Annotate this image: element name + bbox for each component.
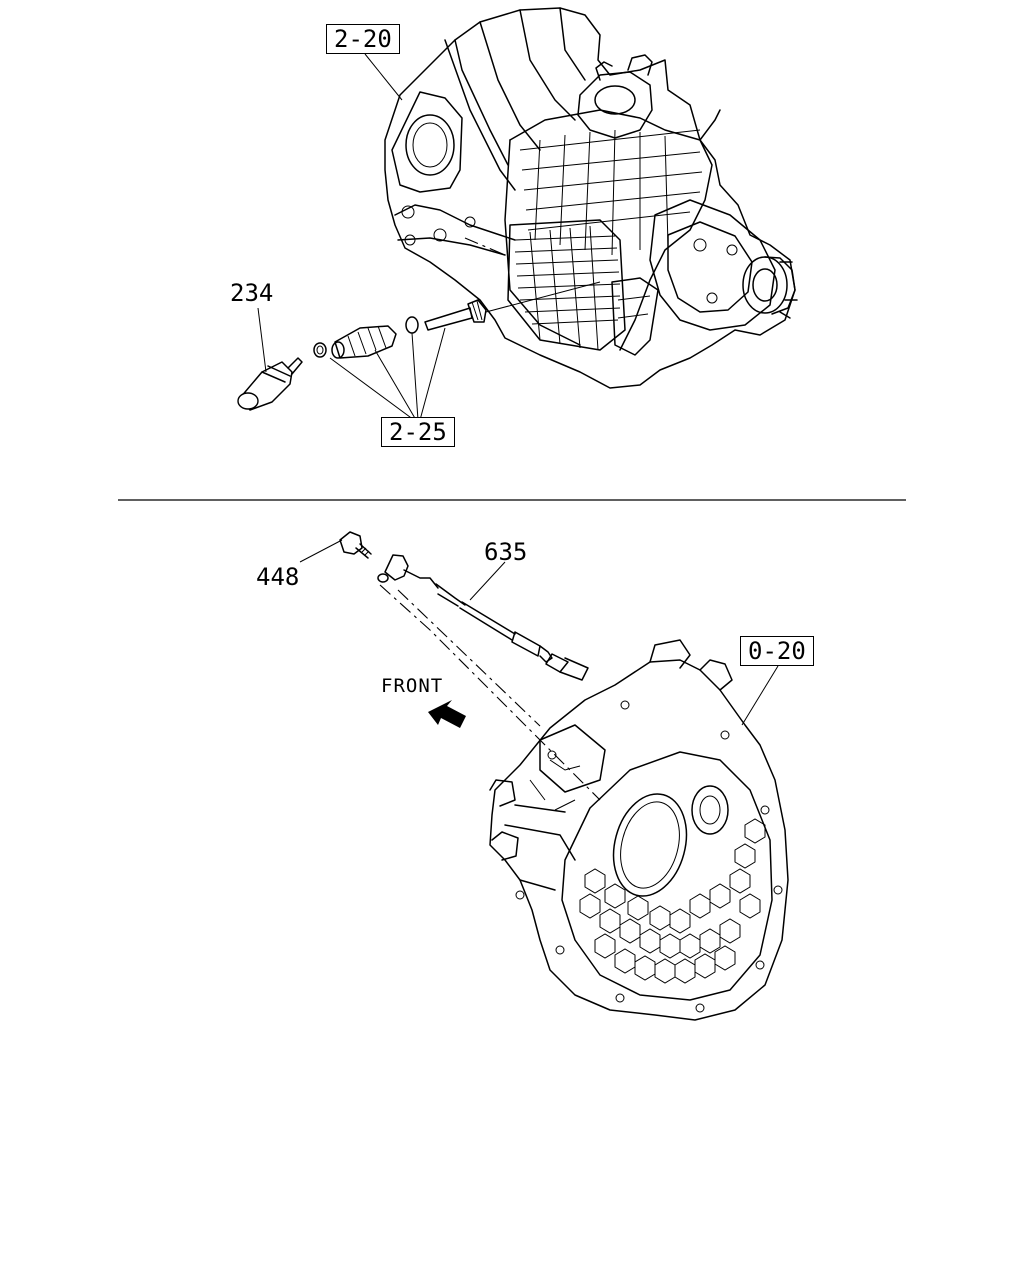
dashed-leader-bolt	[379, 584, 601, 801]
bolt-448-drawing	[339, 531, 372, 559]
leaders-2-25	[329, 327, 446, 421]
leader-234	[257, 307, 267, 373]
speed-sensor-parts	[237, 237, 601, 411]
leader-0-20	[741, 665, 779, 726]
callout-ref-2-25[interactable]: 2-25	[381, 417, 455, 447]
leader-635	[469, 561, 506, 601]
sensor-harness-drawing	[377, 554, 589, 681]
leader-448	[299, 539, 343, 563]
clutch-housing	[489, 639, 789, 1021]
transmission-assembly	[384, 7, 798, 389]
front-direction-label: FRONT	[381, 675, 444, 697]
front-arrow-icon	[428, 700, 466, 728]
callout-ref-0-20[interactable]: 0-20	[740, 636, 814, 666]
callout-ref-2-20[interactable]: 2-20	[326, 24, 400, 54]
callout-part-635[interactable]: 635	[484, 538, 528, 566]
callout-part-234[interactable]: 234	[230, 279, 274, 307]
callout-part-448[interactable]: 448	[256, 563, 300, 591]
dashed-leader-sensor	[397, 589, 541, 727]
leader-2-20	[364, 53, 403, 101]
